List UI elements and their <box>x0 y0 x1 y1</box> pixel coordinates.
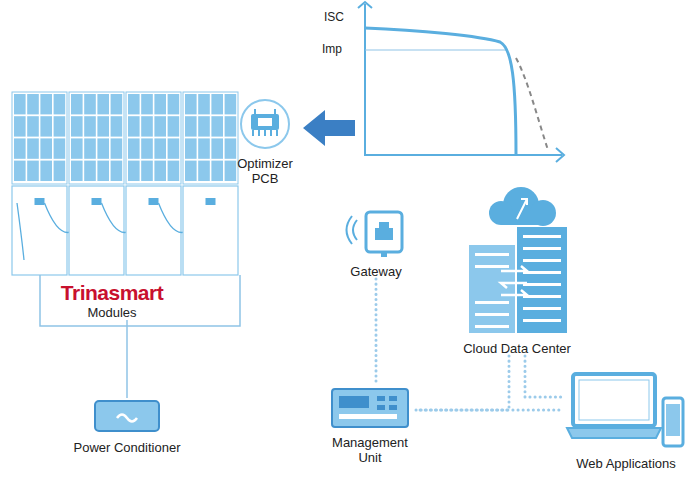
axis-label: Imp <box>322 42 342 56</box>
component-node: TrinasmartModules <box>37 281 187 320</box>
component-label: Management Unit <box>324 435 416 465</box>
imp-line <box>365 50 508 51</box>
component-icon <box>341 206 411 258</box>
arrow <box>303 110 355 146</box>
axis-arrow <box>358 2 372 8</box>
graph-axes <box>365 4 562 155</box>
component-node: Gateway <box>336 206 416 279</box>
component-icon <box>565 370 687 450</box>
component-icon <box>329 383 411 429</box>
axis-label: ISC <box>324 10 344 24</box>
component-label: Web Applications <box>561 456 691 471</box>
power-line <box>126 320 128 398</box>
component-node: Power Conditioner <box>62 398 192 455</box>
brand-logo: Trinasmart <box>37 281 187 305</box>
iv-curve <box>365 28 516 155</box>
component-label: Power Conditioner <box>62 440 192 455</box>
component-icon <box>237 98 293 150</box>
component-node: Cloud Data Center <box>447 183 587 356</box>
component-label: Cloud Data Center <box>447 341 587 356</box>
axis-arrow <box>556 148 564 162</box>
data-link <box>416 356 509 410</box>
component-label: Optimizer PCB <box>228 156 302 186</box>
data-link <box>525 356 561 397</box>
solar-panels <box>12 92 238 275</box>
component-label: Modules <box>37 305 187 320</box>
component-node: Web Applications <box>561 370 691 471</box>
component-label: Gateway <box>336 264 416 279</box>
component-node: Optimizer PCB <box>228 98 302 186</box>
data-link <box>416 409 561 412</box>
iv-curve-dashed <box>516 58 548 150</box>
component-icon <box>92 398 162 434</box>
data-link <box>375 279 378 383</box>
component-node: Management Unit <box>324 383 416 465</box>
component-icon <box>461 183 573 335</box>
